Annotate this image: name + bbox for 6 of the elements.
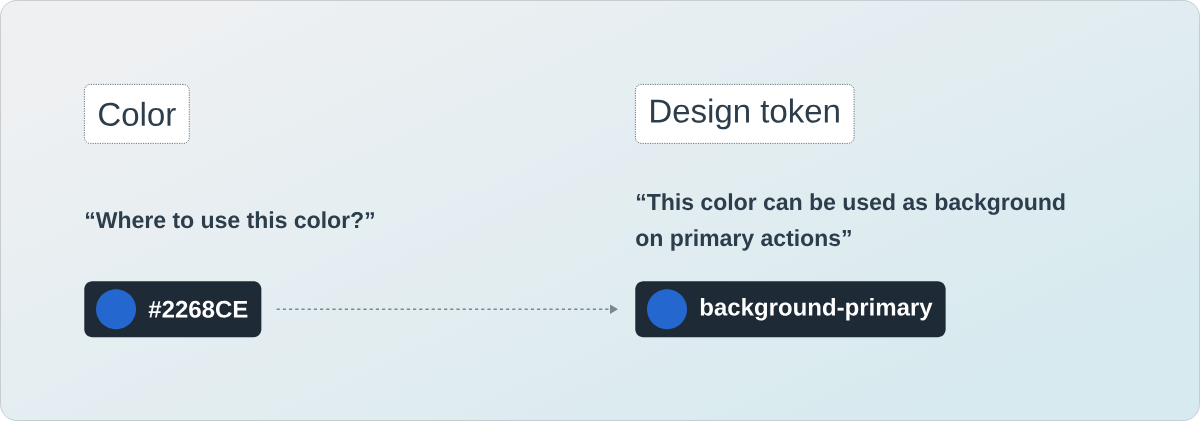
quote-text: “Where to use this color?” bbox=[86, 211, 374, 229]
arrow bbox=[275, 304, 618, 314]
quote-text: “This color can be used as background on primary actions” bbox=[636, 193, 1065, 251]
heading-box: Design token bbox=[635, 84, 855, 144]
heading-box: Color bbox=[84, 84, 190, 144]
color-chip: background-primary bbox=[635, 281, 946, 338]
